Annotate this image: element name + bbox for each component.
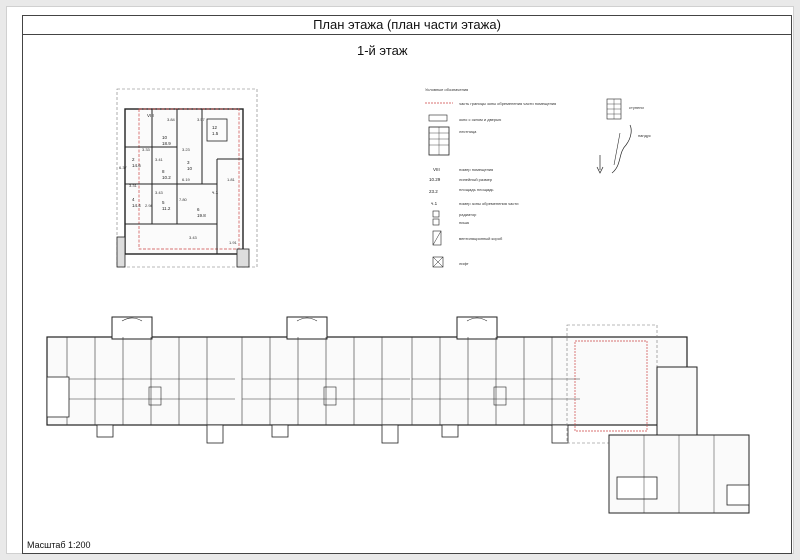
ramp-curve [296,317,318,322]
dimension: 3.43 [189,235,198,240]
drawing-frame [22,34,792,554]
entrance-stair [271,424,289,438]
dimension: 3.23 [182,147,191,152]
dimension: 3.31 [129,183,138,188]
building-outline [46,336,688,426]
stair-tower [286,316,328,340]
floor-plan-drawing: 10 18.9 12 1.5 2 14.6 3 10 8 10.2 4 14.4… [46,87,750,514]
legend-heading: Условные обозначения [425,87,468,92]
dimension: 3.84 [167,117,176,122]
niche-icon [432,218,440,226]
detail-room-area: 1.5 [212,131,219,136]
door-icon [428,114,448,122]
stair-tower [111,316,153,340]
floor-label: 1-й этаж [357,43,408,58]
ramp-symbol: пандус [596,124,651,174]
vent-icon [432,230,442,246]
entrance-stair [551,424,569,444]
drawing-sheet: План этажа (план части этажа) 1-й этаж М… [6,6,794,554]
stair-core [148,386,162,406]
stairs-symbol: ступени [606,98,644,120]
entrance-stair [96,424,114,438]
detail-room-num: 6 [197,207,200,212]
detail-room-area: 14.4 [132,203,141,208]
legend-item: площадь площадь [459,187,494,192]
entrance-stair [381,424,399,444]
full-floor-plan [46,316,750,514]
detail-zone-label: ч.1 [212,190,219,195]
entrance-stair [441,424,459,438]
zone-label-icon: ч.1 [431,201,438,206]
dimension: 3.57 [197,117,206,122]
area-icon: 10.29 [429,177,441,182]
dimension: 6.37 [119,165,128,170]
detail-room-area: 11.2 [162,206,171,211]
dimension: 1.91 [229,240,238,245]
radiator-icon [432,210,440,218]
stair-core [323,386,337,406]
detail-room-area: 10.2 [162,175,171,180]
legend-item: лестница [459,129,477,134]
dimension: 1.81 [227,177,236,182]
detail-room-num: 10 [162,135,168,140]
ramp-label: пандус [638,133,651,138]
room-number-icon: VIII [433,167,440,172]
legend-item: ниша [459,220,470,225]
detail-room-area: 19.8 [197,213,206,218]
dimension: 6.19 [182,177,191,182]
legend: Условные обозначения часть границы зоны … [425,87,556,268]
stair-core [493,386,507,406]
detail-room-area: 14.6 [132,163,141,168]
dimension: 3.33 [142,147,151,152]
stair-tower [456,316,498,340]
dimension: 3.43 [155,190,164,195]
legend-item: вентиляционный короб [459,236,503,241]
detail-room-num: 5 [162,200,165,205]
stairs-label: ступени [629,105,644,110]
elevator-icon [432,256,444,268]
annex-ramp [616,476,658,500]
dimension: 2.98 [145,203,154,208]
highlight-zone [574,340,648,432]
ramp-curve [466,317,488,322]
detail-room-num: 4 [132,197,135,202]
stair-icon [428,126,450,156]
legend-item: окно с окном и дверью [459,117,501,122]
ramp-curve [121,317,143,322]
detail-room-num: 12 [212,125,218,130]
entrance-stair [206,424,224,444]
annex-block [656,366,698,438]
detail-room-area: 10 [187,166,193,171]
legend-item: линейный размер [459,177,493,182]
legend-item: лифт [459,261,469,266]
detail-room-num: 3 [187,160,190,165]
detail-room-num: 2 [132,157,135,162]
area-icon: 23.2 [429,189,438,194]
detail-plan: 10 18.9 12 1.5 2 14.6 3 10 8 10.2 4 14.4… [116,88,258,268]
dimension: 3.41 [155,157,164,162]
side-block [46,376,70,418]
legend-item: номер зоны обременения части [459,201,518,206]
legend-item: часть границы зоны обременения части пом… [459,101,556,106]
annex-stair [726,484,750,506]
dimension: 7.80 [179,197,188,202]
scale-label: Масштаб 1:200 [27,540,91,550]
detail-room-area: 18.9 [162,141,171,146]
detail-room-roman: VIII [147,113,154,118]
legend-item: номер помещения [459,167,493,172]
legend-item: радиатор [459,212,477,217]
detail-room-num: 8 [162,169,165,174]
